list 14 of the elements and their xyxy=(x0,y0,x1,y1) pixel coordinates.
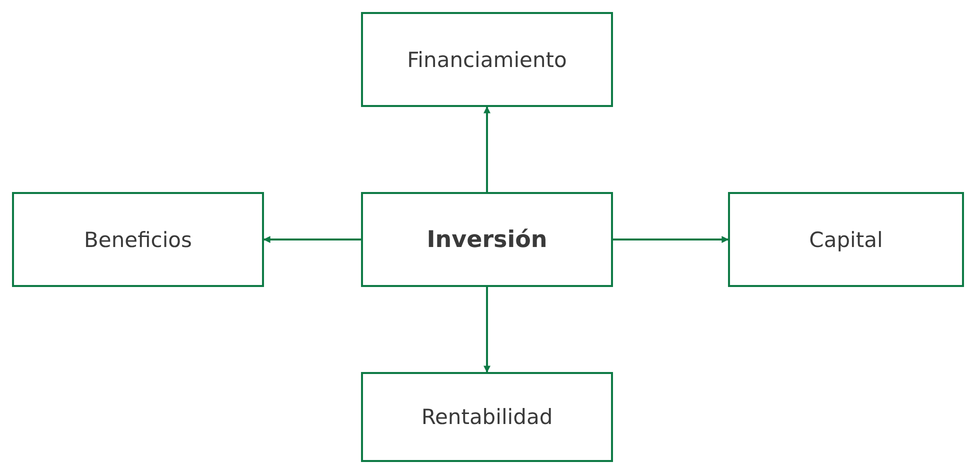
concept-box xyxy=(361,192,613,287)
arrow xyxy=(263,236,361,243)
concept-box xyxy=(12,192,264,287)
box-label: Inversión xyxy=(426,226,548,252)
arrow xyxy=(484,106,490,192)
arrow xyxy=(484,287,490,373)
box-label: Rentabilidad xyxy=(421,405,553,429)
concept-box xyxy=(361,372,613,462)
box-label: Financiamiento xyxy=(407,48,567,72)
arrow xyxy=(613,236,729,243)
box-label: Capital xyxy=(809,228,883,252)
box-label: Beneficios xyxy=(84,228,192,252)
concept-box xyxy=(728,192,964,287)
concept-box xyxy=(361,12,613,107)
